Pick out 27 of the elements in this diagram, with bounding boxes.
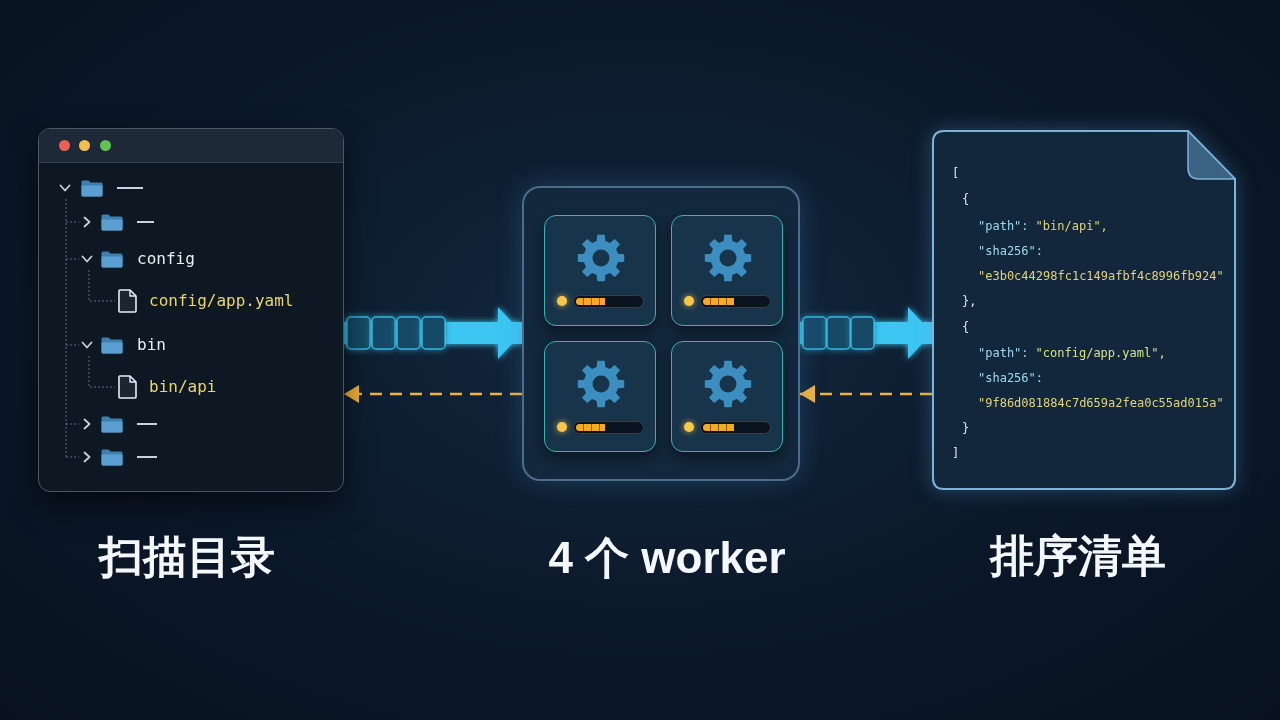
json-value: "e3b0c44298fc1c149afbf4c8996fb924" bbox=[978, 268, 1224, 284]
dashed-return-arrow bbox=[344, 385, 522, 403]
json-bracket: ] bbox=[952, 445, 960, 461]
json-key: "path": bbox=[978, 345, 1029, 361]
json-value: "9f86d081884c7d659a2fea0c55ad015a" bbox=[978, 395, 1224, 411]
folder-name: bin bbox=[137, 335, 166, 354]
json-key: "path": bbox=[978, 218, 1029, 234]
json-key: "sha256": bbox=[978, 243, 1044, 259]
stage-title: 排序清单 bbox=[990, 530, 1166, 582]
worker-card bbox=[544, 215, 656, 326]
json-key: "sha256": bbox=[978, 370, 1044, 386]
json-bracket: }, bbox=[962, 293, 977, 309]
json-value: "config/app.yaml", bbox=[1035, 345, 1166, 361]
folder-name: config bbox=[137, 249, 195, 268]
json-bracket: { bbox=[962, 319, 970, 335]
dashed-return-arrow bbox=[800, 385, 932, 403]
stage-title: 4 个 worker bbox=[548, 532, 786, 584]
json-bracket: { bbox=[962, 191, 970, 207]
json-bracket: [ bbox=[952, 165, 960, 181]
json-bracket: } bbox=[962, 420, 970, 436]
file-path: config/app.yaml bbox=[149, 291, 294, 310]
json-value: "bin/api", bbox=[1035, 218, 1108, 234]
worker-card bbox=[671, 215, 783, 326]
worker-card bbox=[544, 341, 656, 452]
file-path: bin/api bbox=[149, 377, 217, 396]
stage-title: 扫描目录 bbox=[99, 531, 275, 583]
worker-card bbox=[671, 341, 783, 452]
